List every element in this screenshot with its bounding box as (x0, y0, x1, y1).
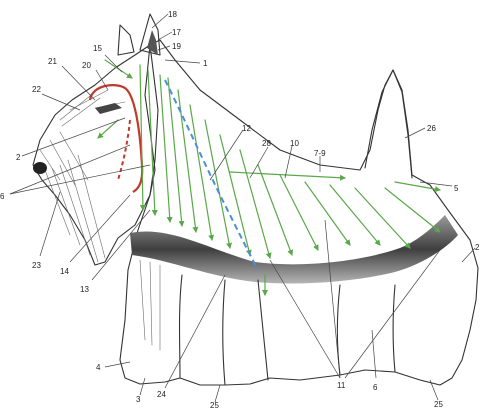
label-18: 18 (168, 10, 177, 19)
label-25-front: 25 (210, 401, 219, 408)
dark-coat-band (130, 215, 458, 284)
label-4: 4 (96, 363, 101, 372)
label-14: 14 (60, 267, 69, 276)
label-2: 2 (16, 153, 21, 162)
label-17: 17 (172, 28, 181, 37)
ear-tip-dark (147, 30, 158, 55)
label-3: 3 (136, 395, 141, 404)
label-6-head: 6 (0, 192, 5, 201)
label-19: 19 (172, 42, 181, 51)
label-28: 28 (262, 139, 271, 148)
label-15: 15 (93, 44, 102, 53)
leader-lines (10, 14, 475, 402)
label-10: 10 (290, 139, 299, 148)
label-22: 22 (32, 85, 41, 94)
label-1: 1 (203, 59, 208, 68)
label-13: 13 (80, 285, 89, 294)
label-6-leg: 6 (373, 383, 378, 392)
nose (33, 162, 47, 174)
tail-outline (365, 70, 412, 178)
beard-fur (40, 132, 105, 262)
label-20: 20 (82, 61, 91, 70)
callout-labels: 18 17 19 1 15 21 20 22 2 6 23 14 13 12 2… (0, 10, 480, 408)
label-25-rear: 25 (434, 400, 443, 408)
label-24: 24 (157, 390, 166, 399)
label-12: 12 (242, 124, 251, 133)
left-ear (118, 25, 134, 55)
label-27: 2 (475, 243, 480, 252)
label-11: 11 (337, 381, 346, 390)
label-26: 26 (427, 124, 436, 133)
label-23: 23 (32, 261, 41, 270)
label-7-9: 7-9 (314, 149, 326, 158)
label-5: 5 (454, 184, 459, 193)
label-21: 21 (48, 57, 57, 66)
